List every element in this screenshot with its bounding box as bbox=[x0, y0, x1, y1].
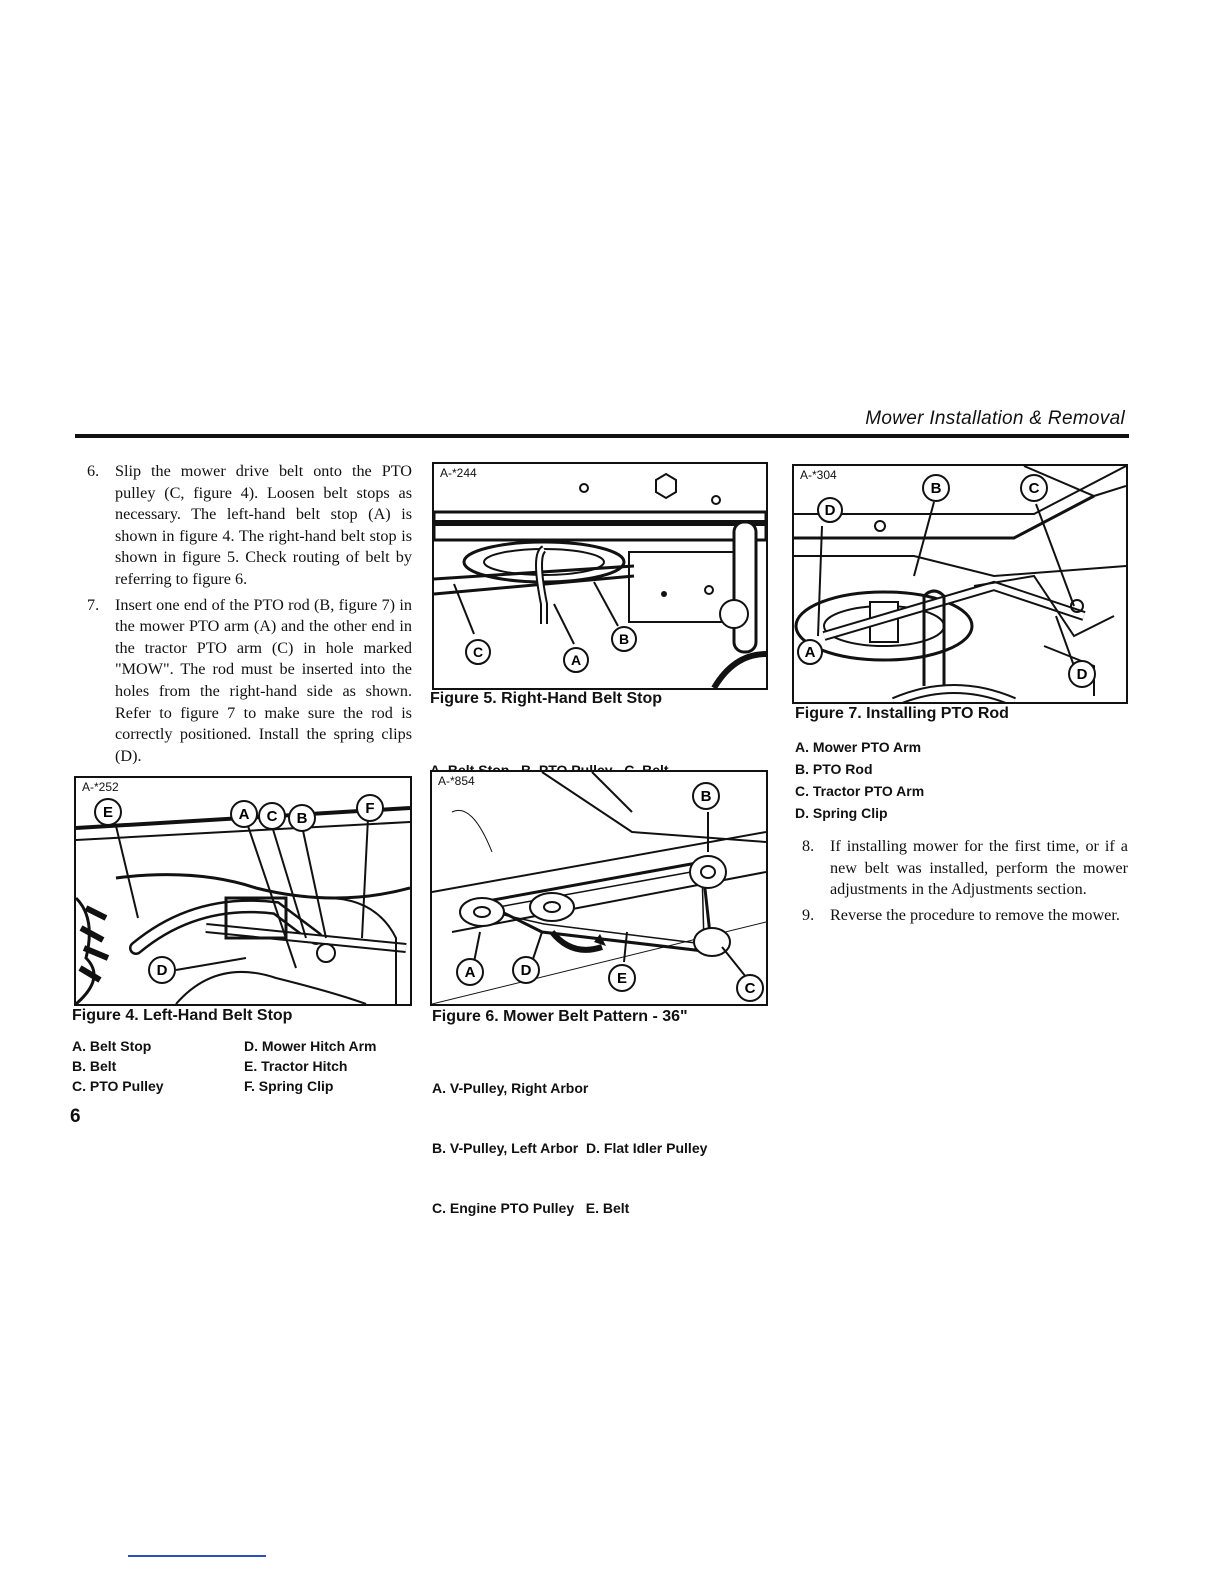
steps-list-right: 8. If installing mower for the first time… bbox=[790, 836, 1128, 930]
figure-5-caption: Figure 5. Right-Hand Belt Stop bbox=[430, 690, 662, 707]
figure-6-callout: E bbox=[617, 970, 627, 987]
figure-7-caption: Figure 7. Installing PTO Rod bbox=[795, 705, 1009, 722]
figure-6-callout: B bbox=[701, 788, 712, 805]
figure-7-drawing: D B C A D bbox=[794, 466, 1126, 702]
figure-4-callout: C bbox=[267, 808, 278, 825]
legend-item: F. Spring Clip bbox=[244, 1078, 334, 1094]
figure-7-callout: D bbox=[825, 502, 836, 519]
legend-item: C. Engine PTO Pulley E. Belt bbox=[432, 1200, 630, 1216]
legend-item: A. Mower PTO Arm bbox=[795, 739, 922, 755]
legend-item: A. Belt Stop bbox=[72, 1038, 152, 1054]
figure-5-callout: B bbox=[619, 631, 629, 647]
figure-4-legend: A. Belt Stop D. Mower Hitch Arm B. Belt … bbox=[72, 1036, 424, 1096]
step-number: 9. bbox=[802, 905, 815, 924]
figure-7-callout: A bbox=[805, 644, 816, 661]
step-text: If installing mower for the first time, … bbox=[830, 837, 1128, 899]
figure-4-callout: D bbox=[157, 962, 168, 979]
figure-4-code: A-*252 bbox=[80, 780, 121, 794]
figure-4-drawing: E A C B F D bbox=[76, 794, 410, 1004]
legend-item: A. V-Pulley, Right Arbor bbox=[432, 1080, 589, 1096]
figure-4-callout: B bbox=[297, 810, 308, 827]
figure-7-code: A-*304 bbox=[798, 468, 839, 482]
step-item: 6. Slip the mower drive belt onto the PTO… bbox=[75, 461, 412, 591]
step-text: Reverse the procedure to remove the mowe… bbox=[830, 905, 1120, 924]
figure-6-callout: D bbox=[521, 962, 532, 979]
figure-7-callout: D bbox=[1077, 666, 1088, 683]
figure-6-legend: A. V-Pulley, Right Arbor B. V-Pulley, Le… bbox=[432, 1038, 707, 1238]
page-header-title: Mower Installation & Removal bbox=[865, 408, 1125, 429]
step-item: 9. Reverse the procedure to remove the mo… bbox=[790, 905, 1128, 927]
legend-item: B. Belt bbox=[72, 1058, 117, 1074]
figure-6-callout: A bbox=[465, 964, 476, 981]
figure-7-legend: A. Mower PTO Arm B. PTO Rod C. Tractor P… bbox=[795, 736, 924, 824]
figure-4-callout: F bbox=[365, 800, 374, 817]
step-text: Insert one end of the PTO rod (B, figure… bbox=[115, 595, 412, 765]
figure-6-code: A-*854 bbox=[436, 774, 477, 788]
bottom-divider bbox=[128, 1555, 266, 1557]
figure-6-drawing: B A D E C bbox=[432, 772, 766, 1004]
header-rule bbox=[75, 434, 1129, 438]
step-text: Slip the mower drive belt onto the PTO p… bbox=[115, 462, 412, 588]
figure-6-illustration: B A D E C A-*854 bbox=[430, 770, 768, 1006]
figure-4-caption: Figure 4. Left-Hand Belt Stop bbox=[72, 1007, 293, 1024]
legend-item: B. PTO Rod bbox=[795, 761, 873, 777]
figure-7-callout: B bbox=[931, 480, 942, 497]
legend-item: D. Spring Clip bbox=[795, 805, 888, 821]
figure-5-callout: C bbox=[473, 644, 483, 660]
step-number: 6. bbox=[87, 462, 100, 480]
steps-list-left: 6. Slip the mower drive belt onto the PTO… bbox=[75, 461, 412, 771]
figure-5-illustration: C A B A-*244 bbox=[432, 462, 768, 690]
page-number: 6 bbox=[70, 1106, 81, 1127]
figure-4-illustration: E A C B F D A-*252 bbox=[74, 776, 412, 1006]
figure-4-callout: A bbox=[239, 806, 250, 823]
figure-5-callout: A bbox=[571, 652, 581, 668]
step-item: 8. If installing mower for the first time… bbox=[790, 836, 1128, 901]
legend-item: C. PTO Pulley bbox=[72, 1078, 164, 1094]
legend-item: C. Tractor PTO Arm bbox=[795, 783, 925, 799]
figure-7-callout: C bbox=[1029, 480, 1040, 497]
figure-5-drawing: C A B bbox=[434, 472, 766, 688]
step-item: 7. Insert one end of the PTO rod (B, figu… bbox=[75, 595, 412, 768]
legend-item: B. V-Pulley, Left Arbor D. Flat Idler Pu… bbox=[432, 1140, 708, 1156]
step-number: 8. bbox=[802, 837, 815, 855]
figure-6-caption: Figure 6. Mower Belt Pattern - 36" bbox=[432, 1008, 688, 1025]
figure-7-illustration: D B C A D A-*304 bbox=[792, 464, 1128, 704]
step-number: 7. bbox=[87, 595, 100, 614]
figure-4-callout: E bbox=[103, 804, 113, 821]
figure-6-callout: C bbox=[745, 980, 756, 997]
legend-item: D. Mower Hitch Arm bbox=[244, 1038, 377, 1054]
figure-5-code: A-*244 bbox=[438, 466, 479, 480]
legend-item: E. Tractor Hitch bbox=[244, 1058, 348, 1074]
